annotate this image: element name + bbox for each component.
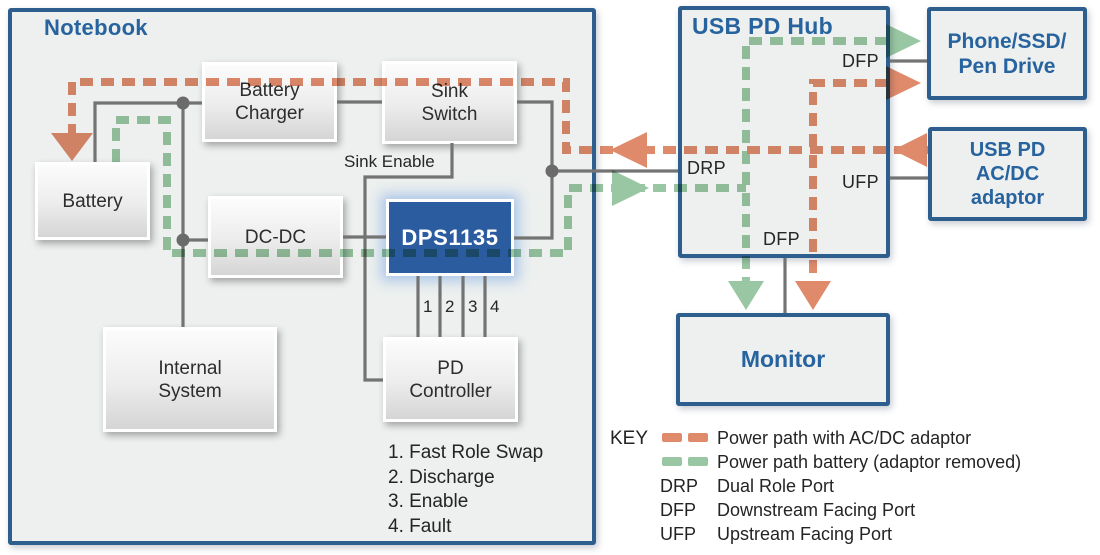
pd-controller-label-line1: PD xyxy=(437,357,464,379)
sink-enable-label: Sink Enable xyxy=(344,152,435,171)
pd-controller-label-line2: Controller xyxy=(409,380,492,402)
adaptor-label-line2: AC/DC xyxy=(975,163,1040,185)
internal-system-label-line2: System xyxy=(158,380,222,402)
internal-system-label-line1: Internal xyxy=(158,357,222,379)
battery-charger-block: Battery Charger xyxy=(202,62,337,142)
arrow-green-to-phone xyxy=(886,24,921,58)
dps-pin-3-label: 3 xyxy=(468,297,478,316)
key-entry-green-text: Power path battery (adaptor removed) xyxy=(717,452,1022,472)
port-dfp-top-label: DFP xyxy=(842,51,879,71)
pin-note-1: 1. Fast Role Swap xyxy=(388,442,544,463)
phone-label-line1: Phone/SSD/ xyxy=(947,29,1067,53)
dps-pin-2-label: 2 xyxy=(445,297,455,316)
dps1135-label: DPS1135 xyxy=(401,224,499,250)
arrow-orange-to-phone xyxy=(886,66,921,100)
key-abbr-dfp: DFP xyxy=(660,500,696,520)
pin-note-4: 4. Fault xyxy=(388,515,452,537)
pin-notes-list: 1. Fast Role Swap 2. Discharge 3. Enable… xyxy=(388,441,543,539)
usb-pd-hub-container xyxy=(678,6,890,258)
notebook-title: Notebook xyxy=(44,15,148,40)
key-entry-orange-text: Power path with AC/DC adaptor xyxy=(717,428,972,448)
adaptor-label-line3: adaptor xyxy=(970,187,1045,209)
arrow-green-to-monitor xyxy=(728,281,764,310)
usb-pd-acdc-adaptor-box: USB PD AC/DC adaptor xyxy=(928,127,1087,221)
monitor-label: Monitor xyxy=(740,346,826,372)
phone-ssd-pendrive-box: Phone/SSD/ Pen Drive xyxy=(927,7,1087,100)
key-entry-drp-text: Dual Role Port xyxy=(717,476,835,496)
pin-note-3: 3. Enable xyxy=(388,491,469,513)
arrow-orange-to-monitor xyxy=(795,281,831,310)
dc-dc-block: DC-DC xyxy=(208,196,343,278)
key-title: KEY xyxy=(610,428,649,449)
usb-pd-hub-title: USB PD Hub xyxy=(692,13,833,39)
adaptor-label-line1: USB PD xyxy=(969,139,1046,161)
port-drp-label: DRP xyxy=(687,158,726,178)
battery-label: Battery xyxy=(62,190,123,212)
dps1135-chip: DPS1135 xyxy=(386,199,514,276)
port-dfp-bottom-label: DFP xyxy=(763,229,800,249)
monitor-box: Monitor xyxy=(676,313,890,406)
sink-switch-label-line1: Sink xyxy=(431,80,468,102)
sink-switch-block: Sink Switch xyxy=(382,61,517,144)
orange-dash-swatch xyxy=(662,433,708,442)
key-entry-dfp-text: Downstream Facing Port xyxy=(717,500,916,520)
arrow-orange-from-adaptor xyxy=(893,133,927,167)
key-abbr-drp: DRP xyxy=(660,476,699,496)
battery-block: Battery xyxy=(35,162,150,240)
dps-pin-4-label: 4 xyxy=(490,297,500,316)
battery-charger-label-line1: Battery xyxy=(239,80,300,101)
dc-dc-label: DC-DC xyxy=(244,226,307,248)
dps-pin-1-label: 1 xyxy=(423,297,433,316)
pin-note-2: 2. Discharge xyxy=(388,466,495,488)
battery-charger-label-line2: Charger xyxy=(235,103,304,124)
arrow-green-into-hub xyxy=(612,170,649,206)
pd-controller-block: PD Controller xyxy=(383,337,518,422)
port-ufp-label: UFP xyxy=(842,172,879,192)
internal-system-block: Internal System xyxy=(103,327,277,432)
key-entry-ufp-text: Upstream Facing Port xyxy=(717,524,893,544)
arrow-orange-to-notebook xyxy=(610,132,647,168)
sink-switch-label-line2: Switch xyxy=(421,103,478,125)
green-dash-swatch xyxy=(662,457,708,466)
key-abbr-ufp: UFP xyxy=(660,524,696,544)
phone-label-line2: Pen Drive xyxy=(958,54,1056,78)
